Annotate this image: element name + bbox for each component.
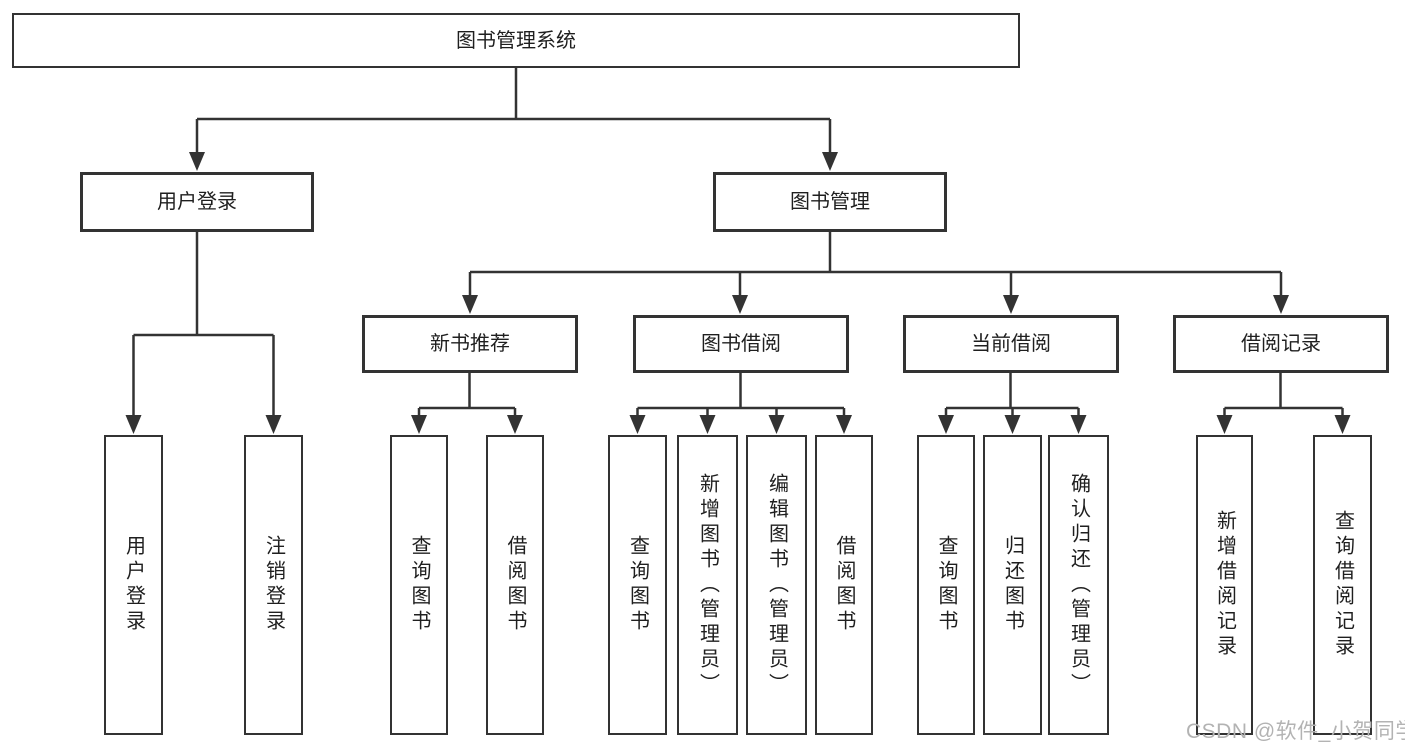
leaf-edit-books-admin: 编辑图书（管理员） <box>746 435 807 735</box>
node-label: 确认归还（管理员） <box>1067 472 1090 698</box>
node-book-management: 图书管理 <box>713 172 947 232</box>
node-label: 查询借阅记录 <box>1331 510 1354 660</box>
node-label: 用户登录 <box>122 535 145 635</box>
node-label: 图书管理 <box>790 191 870 213</box>
node-library-management-system: 图书管理系统 <box>12 13 1020 68</box>
leaf-query-books-2: 查询图书 <box>608 435 667 735</box>
node-label: 编辑图书（管理员） <box>765 472 788 698</box>
leaf-return-books: 归还图书 <box>983 435 1042 735</box>
leaf-add-borrow-record: 新增借阅记录 <box>1196 435 1253 735</box>
node-label: 查询图书 <box>935 535 957 635</box>
node-book-borrowing: 图书借阅 <box>633 315 849 373</box>
node-label: 借阅图书 <box>504 535 526 635</box>
node-label: 借阅图书 <box>833 535 855 635</box>
node-label: 新增图书（管理员） <box>696 472 719 698</box>
node-label: 查询图书 <box>626 535 649 635</box>
node-label: 图书借阅 <box>701 333 781 355</box>
node-label: 图书管理系统 <box>456 29 576 52</box>
leaf-logout: 注销登录 <box>244 435 303 735</box>
node-label: 新书推荐 <box>430 333 510 355</box>
node-label: 注销登录 <box>262 535 285 635</box>
leaf-borrow-books-1: 借阅图书 <box>486 435 544 735</box>
node-label: 用户登录 <box>157 191 237 213</box>
leaf-confirm-return-admin: 确认归还（管理员） <box>1048 435 1109 735</box>
leaf-query-borrow-record: 查询借阅记录 <box>1313 435 1372 735</box>
node-borrowing-records: 借阅记录 <box>1173 315 1389 373</box>
leaf-borrow-books-2: 借阅图书 <box>815 435 873 735</box>
node-label: 借阅记录 <box>1241 333 1321 355</box>
leaf-user-login: 用户登录 <box>104 435 163 735</box>
node-user-login: 用户登录 <box>80 172 314 232</box>
node-current-borrowing: 当前借阅 <box>903 315 1119 373</box>
node-label: 查询图书 <box>408 535 430 635</box>
node-label: 归还图书 <box>1001 535 1024 635</box>
leaf-add-books-admin: 新增图书（管理员） <box>677 435 738 735</box>
node-label: 当前借阅 <box>971 333 1051 355</box>
node-label: 新增借阅记录 <box>1213 510 1236 660</box>
node-new-book-recommendation: 新书推荐 <box>362 315 578 373</box>
csdn-watermark: CSDN @软件_小贺同学 <box>1186 720 1405 743</box>
leaf-query-books-1: 查询图书 <box>390 435 448 735</box>
leaf-query-books-3: 查询图书 <box>917 435 975 735</box>
